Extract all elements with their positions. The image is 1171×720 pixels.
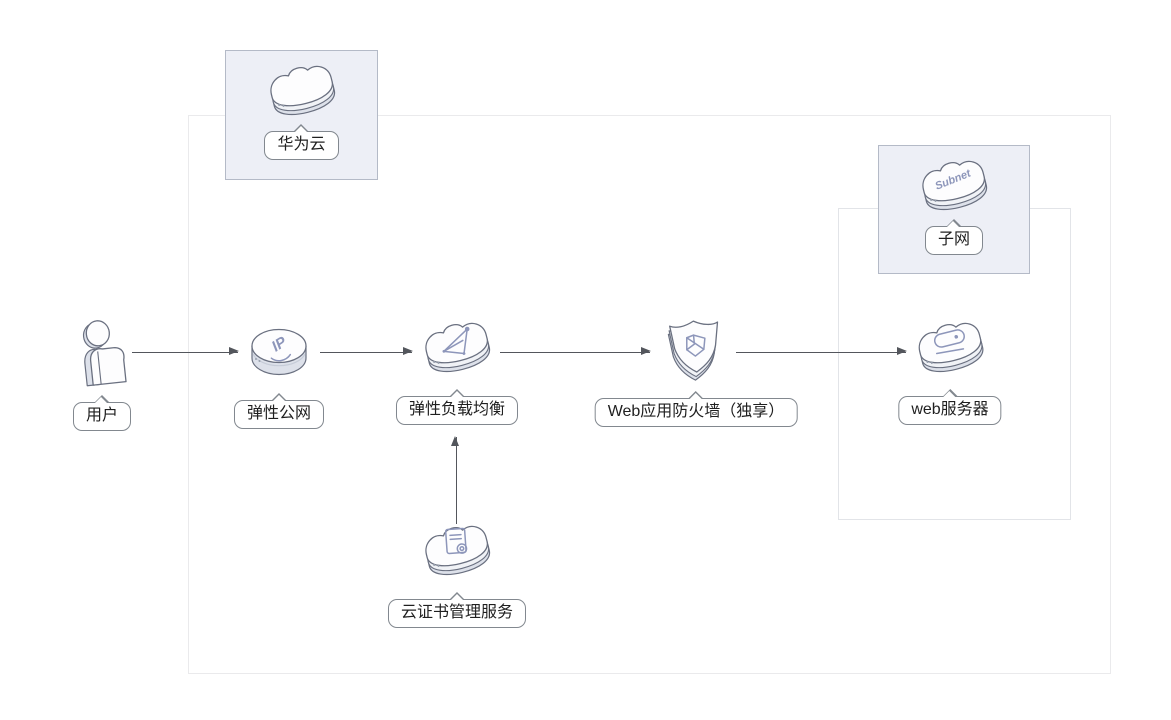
web-server-label: web服务器: [898, 389, 1002, 425]
subnet-cloud-icon: Subnet: [922, 160, 988, 211]
node-web-server: web服务器: [898, 316, 1002, 425]
node-user: 用户: [70, 318, 134, 431]
waf-label: Web应用防火墙（独享）: [594, 391, 798, 427]
node-ccm: 云证书管理服务: [387, 519, 527, 628]
subnet-group-box: Subnet 子网: [878, 145, 1030, 274]
elastic-ip-icon: IP: [251, 328, 307, 376]
user-label: 用户: [72, 395, 131, 431]
waf-shield-icon: [668, 320, 719, 381]
ccm-label: 云证书管理服务: [387, 592, 527, 628]
arrow-elb-to-waf: [500, 347, 651, 356]
arrow-eip-to-elb: [320, 347, 413, 356]
cloud-region-box: [188, 115, 1111, 674]
eip-label: 弹性公网: [233, 393, 325, 429]
huawei-cloud-label: 华为云: [264, 124, 339, 160]
elb-label: 弹性负载均衡: [395, 389, 519, 425]
arrow-waf-to-web-server: [736, 347, 907, 356]
node-waf: Web应用防火墙（独享）: [594, 316, 798, 427]
arrow-ccm-to-elb: [451, 436, 460, 524]
web-server-icon: [918, 322, 984, 373]
arrow-user-to-eip: [132, 347, 239, 356]
huawei-cloud-group-box: 华为云: [225, 50, 378, 180]
node-eip: IP 弹性公网: [233, 316, 325, 429]
certificate-icon: [425, 525, 491, 576]
huawei-cloud-icon: [269, 65, 335, 116]
subnet-label: 子网: [924, 219, 983, 255]
load-balancer-icon: [425, 322, 491, 373]
user-icon: [82, 320, 127, 387]
node-elb: 弹性负载均衡: [395, 316, 519, 425]
